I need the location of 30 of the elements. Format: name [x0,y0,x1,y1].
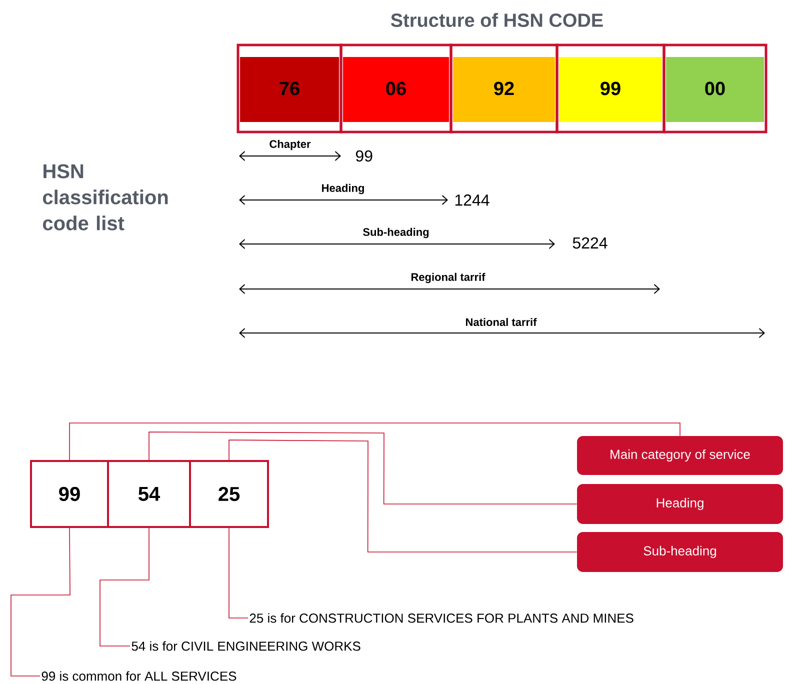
connector-line [69,422,680,460]
connector-line [10,528,70,676]
note-text: 54 is for CIVIL ENGINEERING WORKS [132,641,360,651]
dimension-line: National tarrif [239,318,765,338]
side-heading: HSN classification code list [43,164,168,230]
category-box: Heading [577,484,783,524]
digit-count: 99 [356,150,372,162]
digit-count: 1244 [455,194,490,206]
connector-line [100,528,150,646]
connector-line [148,432,578,504]
connector-line [228,440,578,552]
category-box: Main category of service [577,436,783,475]
code-cell: 76 [236,44,342,134]
category-box: Sub-heading [577,532,783,572]
title: Structure of HSN CODE [390,13,603,27]
dimension-line: Chapter [239,140,341,161]
note-text: 99 is common for ALL SERVICES [42,671,236,681]
code-box: 25 [189,460,269,528]
code-cell: 99 [556,44,666,134]
code-cell: 92 [450,44,558,134]
dimension-line: Regional tarrif [239,272,660,294]
code-box: 54 [107,460,191,528]
digit-count: 5224 [572,237,608,249]
dimension-line: Heading [239,184,448,205]
note-text: 25 is for CONSTRUCTION SERVICES FOR PLANTS AND MINES [250,613,634,623]
code-box: 99 [30,460,109,528]
code-cell: 00 [662,44,768,134]
connector-line [228,528,248,618]
code-cell: 06 [340,44,452,134]
dimension-line: Sub-heading [239,228,555,249]
